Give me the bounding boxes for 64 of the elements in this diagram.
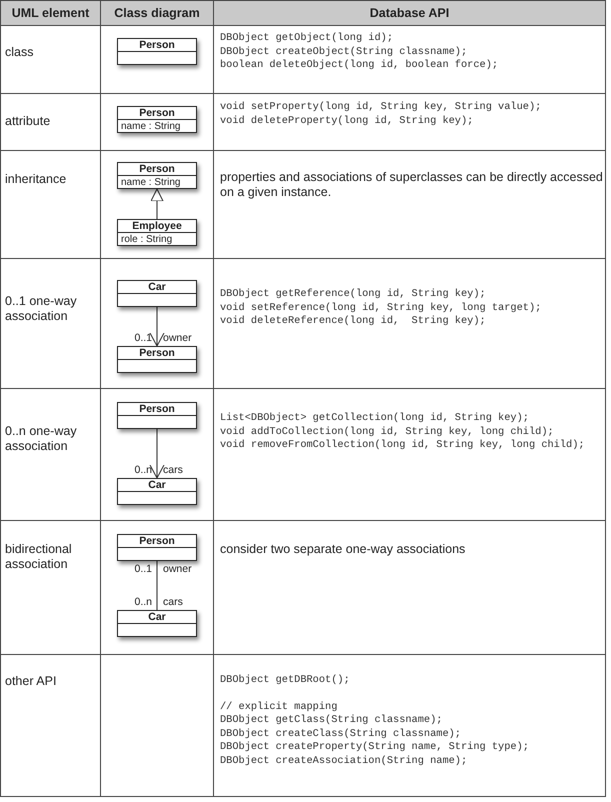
code-line: DBObject getObject(long id);	[220, 32, 394, 46]
class-name: Person	[139, 535, 175, 547]
table-cell-text: 0..1 one-way association	[5, 294, 77, 323]
table-cell-text: 0..n one-way association	[5, 424, 77, 453]
association-line	[156, 560, 158, 610]
uml-class-box	[117, 402, 197, 429]
uml-class-box	[117, 106, 197, 133]
uml-class-box	[117, 610, 197, 637]
multiplicity-label: cars	[163, 464, 183, 476]
table-cell-text: bidirectional association	[5, 542, 72, 571]
table-header-cell: UML element	[0, 0, 101, 26]
multiplicity-label: owner	[163, 332, 192, 344]
multiplicity-label: 0..1	[134, 332, 152, 344]
table-cell-text: inheritance	[5, 172, 66, 186]
class-name: Car	[148, 611, 166, 623]
multiplicity-label: owner	[163, 563, 192, 575]
class-name: Person	[139, 163, 175, 175]
description-text: properties and associations of superclasses can be directly accessed on a given instance.	[220, 170, 604, 200]
code-line: List<DBObject> getCollection(long id, String key);	[220, 412, 529, 426]
table-cell-text: other API	[5, 674, 56, 688]
code-line: void setProperty(long id, String key, String value);	[220, 101, 542, 114]
inheritance-arrow	[150, 188, 164, 220]
code-line: DBObject createProperty(String name, String type);	[220, 741, 529, 754]
class-name: Employee	[132, 220, 182, 232]
code-line: boolean deleteObject(long id, boolean force);	[220, 59, 498, 72]
code-line: void removeFromCollection(long id, String key, long child);	[220, 439, 585, 452]
uml-class-box	[117, 534, 197, 561]
code-line: DBObject createObject(String classname);	[220, 46, 468, 59]
code-line: DBObject getClass(String classname);	[220, 714, 442, 728]
association-arrow	[150, 306, 164, 346]
uml-class-box	[117, 346, 197, 373]
table-header-cell: Database API	[213, 0, 606, 26]
uml-class-box	[117, 38, 197, 65]
multiplicity-label: 0..n	[134, 464, 152, 476]
attribute-text: name : String	[121, 176, 180, 188]
class-name: Person	[139, 39, 175, 51]
description-text: consider two separate one-way associations	[220, 542, 466, 557]
code-line: // explicit mapping	[220, 700, 338, 714]
class-name: Car	[148, 479, 166, 491]
uml-class-box	[117, 280, 197, 307]
code-line: DBObject getReference(long id, String key);	[220, 288, 486, 302]
multiplicity-label: 0..1	[134, 563, 152, 575]
attribute-text: name : String	[121, 120, 180, 132]
multiplicity-label: 0..n	[134, 596, 152, 608]
uml-class-box	[117, 478, 197, 505]
multiplicity-label: cars	[163, 596, 183, 608]
association-arrow	[150, 428, 164, 478]
class-name: Car	[148, 281, 166, 293]
code-line: void setReference(long id, String key, long target);	[220, 302, 542, 315]
class-name: Person	[139, 403, 175, 415]
code-line: DBObject createAssociation(String name);	[220, 754, 468, 768]
class-name: Person	[139, 107, 175, 119]
code-line: DBObject createClass(String classname);	[220, 728, 461, 741]
attribute-text: role : String	[121, 234, 172, 244]
code-line: void deleteProperty(long id, String key);	[220, 114, 474, 128]
code-line: DBObject getDBRoot();	[220, 674, 350, 688]
table-cell-text: class	[5, 45, 34, 59]
table-header-cell: Class diagram	[100, 0, 214, 26]
class-name: Person	[139, 347, 175, 359]
code-line: void addToCollection(long id, String key, long child);	[220, 426, 554, 439]
table-cell-text: attribute	[5, 114, 50, 128]
code-line: void deleteReference(long id, String key);	[220, 315, 486, 328]
uml-class-box	[117, 219, 197, 246]
uml-class-box	[117, 162, 197, 189]
